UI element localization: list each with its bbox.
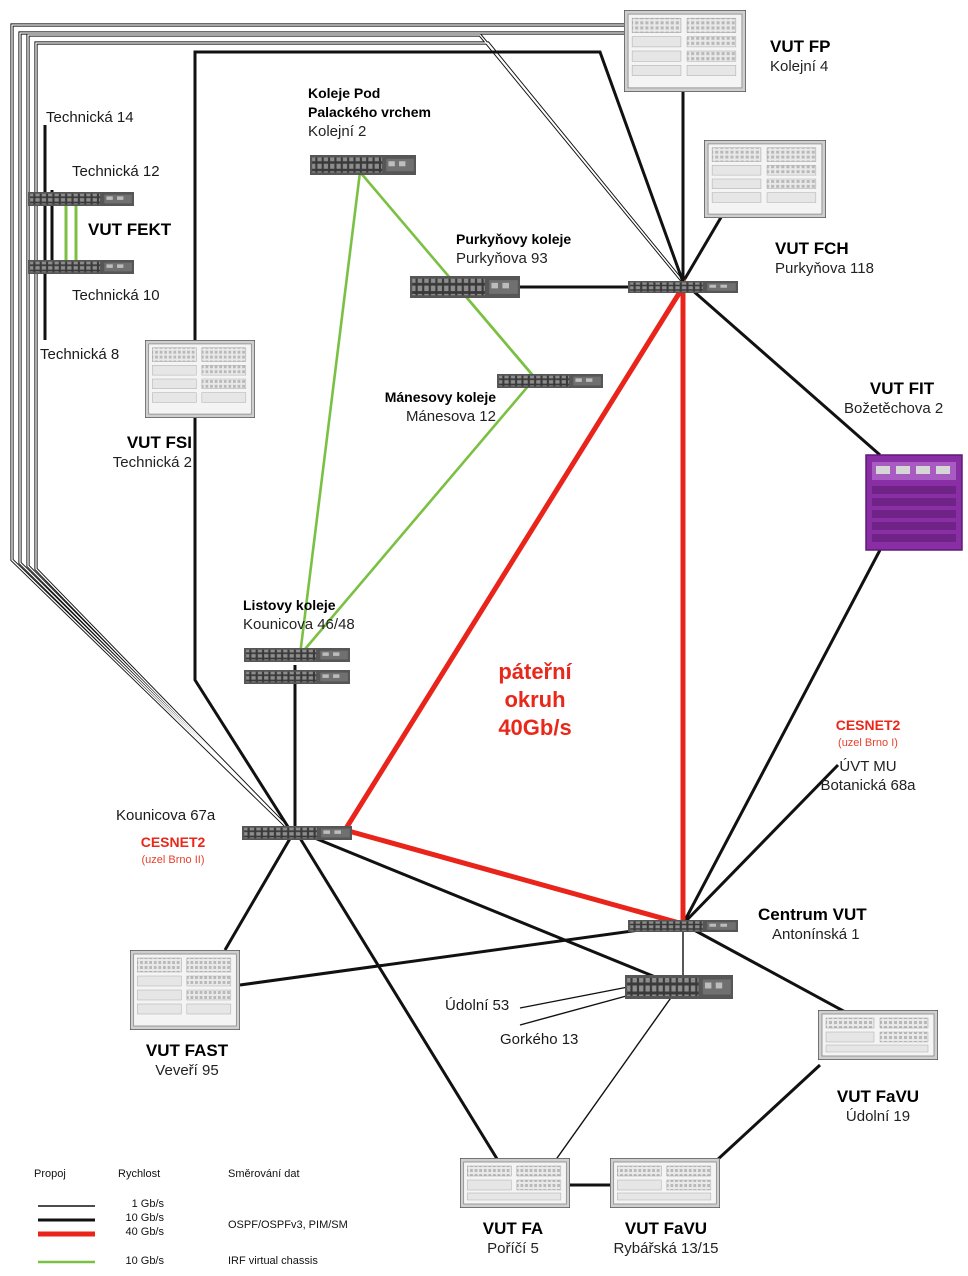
backbone-ring bbox=[341, 278, 686, 928]
legend-speed-2: 10 Gb/s bbox=[125, 1212, 164, 1224]
fa-title: VUT FA bbox=[482, 1219, 544, 1238]
chassis-favu-udolni[interactable] bbox=[818, 1010, 938, 1060]
label-vut-favu-udolni: VUT FaVU Údolní 19 bbox=[818, 1086, 938, 1126]
devices bbox=[28, 10, 963, 1208]
label-vut-fast: VUT FAST Veveří 95 bbox=[122, 1040, 252, 1080]
manes-title: Mánesovy koleje bbox=[384, 389, 496, 405]
cesnet1-node: (uzel Brno I) bbox=[838, 737, 898, 749]
purk-title: Purkyňovy koleje bbox=[456, 231, 572, 247]
fsi-title: VUT FSI bbox=[126, 433, 192, 452]
fit-addr: Božetěchova 2 bbox=[844, 400, 944, 417]
listovy-addr: Kounicova 46/48 bbox=[243, 616, 355, 633]
fp-addr: Kolejní 4 bbox=[770, 58, 829, 75]
centrum-title: Centrum VUT bbox=[758, 905, 867, 924]
switch-fekt-1[interactable] bbox=[28, 192, 134, 206]
legend-speed-1: 1 Gb/s bbox=[131, 1198, 164, 1210]
label-centrum-vut: Centrum VUT Antonínská 1 bbox=[758, 904, 867, 944]
fa-addr: Poříčí 5 bbox=[487, 1240, 539, 1257]
label-vut-favu-rybarska: VUT FaVU Rybářská 13/15 bbox=[596, 1218, 736, 1258]
label-listovy-koleje: Listovy koleje Kounicova 46/48 bbox=[243, 596, 355, 634]
centrum-addr: Antonínská 1 bbox=[772, 926, 860, 943]
legend-routing-2: OSPF/OSPFv3, PIM/SM bbox=[228, 1219, 348, 1231]
fit-title: VUT FIT bbox=[869, 379, 935, 398]
fekt-branch-8: Technická 8 bbox=[40, 346, 120, 363]
label-cesnet-brno-1: CESNET2 (uzel Brno I) ÚVT MU Botanická 6… bbox=[805, 716, 931, 795]
switch-fch[interactable] bbox=[628, 281, 738, 293]
outer-fiber-gaps bbox=[11, 24, 685, 831]
legend-header-link: Propoj bbox=[34, 1168, 66, 1180]
chassis-fa[interactable] bbox=[460, 1158, 570, 1208]
chassis-fit[interactable] bbox=[865, 454, 963, 551]
switch-manes[interactable] bbox=[497, 374, 603, 388]
kounicova-node: (uzel Brno II) bbox=[141, 854, 205, 866]
fekt-branch-12: Technická 12 bbox=[72, 163, 160, 180]
chassis-fsi[interactable] bbox=[145, 340, 255, 418]
legend-samples bbox=[38, 1205, 95, 1264]
fekt-title: VUT FEKT bbox=[88, 220, 172, 239]
irf-links bbox=[298, 171, 536, 656]
ring-line-3: 40Gb/s bbox=[498, 715, 572, 740]
gorkeho-13: Gorkého 13 bbox=[500, 1031, 579, 1048]
legend-routing-4: IRF virtual chassis bbox=[228, 1255, 318, 1267]
ring-line-2: okruh bbox=[504, 687, 566, 712]
favu1-addr: Údolní 19 bbox=[845, 1108, 911, 1125]
label-vut-fp: VUT FP Kolejní 4 bbox=[770, 36, 830, 76]
fiber-links bbox=[223, 40, 882, 1187]
fast-addr: Veveří 95 bbox=[155, 1062, 219, 1079]
label-purkynovy-koleje: Purkyňovy koleje Purkyňova 93 bbox=[456, 230, 571, 268]
chassis-fp[interactable] bbox=[624, 10, 746, 92]
fast-title: VUT FAST bbox=[145, 1041, 229, 1060]
fp-title: VUT FP bbox=[770, 37, 831, 56]
label-cesnet-brno-2: CESNET2 (uzel Brno II) bbox=[118, 833, 228, 868]
purk-addr: Purkyňova 93 bbox=[456, 250, 548, 267]
label-vut-fit: VUT FIT Božetěchova 2 bbox=[840, 378, 964, 418]
legend-header-speed: Rychlost bbox=[118, 1168, 161, 1180]
label-koleje-pod: Koleje Pod Palackého vrchem Kolejní 2 bbox=[308, 84, 431, 141]
label-vut-fch: VUT FCH Purkyňova 118 bbox=[775, 238, 874, 278]
udolni-53: Údolní 53 bbox=[445, 997, 510, 1014]
ring-line-1: páteřní bbox=[498, 659, 572, 684]
chassis-favu-rybarska[interactable] bbox=[610, 1158, 720, 1208]
fekt-branch-14: Technická 14 bbox=[46, 109, 134, 126]
copper-links bbox=[519, 924, 684, 1176]
manes-addr: Mánesova 12 bbox=[405, 408, 496, 425]
chassis-fch[interactable] bbox=[704, 140, 826, 218]
label-vut-fsi: VUT FSI Technická 2 bbox=[70, 432, 192, 472]
favu2-title: VUT FaVU bbox=[624, 1219, 708, 1238]
fch-title: VUT FCH bbox=[775, 239, 849, 258]
favu2-addr: Rybářská 13/15 bbox=[613, 1240, 719, 1257]
switch-kounicova[interactable] bbox=[242, 826, 352, 840]
cesnet1-net: CESNET2 bbox=[835, 717, 901, 733]
pod-title2: Palackého vrchem bbox=[308, 104, 431, 120]
cesnet1-org: ÚVT MU bbox=[839, 758, 897, 775]
favu1-title: VUT FaVU bbox=[836, 1087, 920, 1106]
switch-purk[interactable] bbox=[410, 276, 520, 298]
link-fsi-loop bbox=[193, 50, 685, 831]
switch-listovy-1[interactable] bbox=[244, 648, 350, 662]
chassis-fast[interactable] bbox=[130, 950, 240, 1030]
switch-fekt-2[interactable] bbox=[28, 260, 134, 274]
switch-centrum[interactable] bbox=[628, 920, 738, 932]
label-manesovy-koleje: Mánesovy koleje Mánesova 12 bbox=[340, 388, 496, 426]
switch-pod[interactable] bbox=[310, 155, 416, 175]
pod-title1: Koleje Pod bbox=[308, 85, 381, 101]
fch-addr: Purkyňova 118 bbox=[775, 260, 874, 277]
cesnet1-addr: Botanická 68a bbox=[820, 777, 916, 794]
fsi-addr: Technická 2 bbox=[112, 454, 192, 471]
listovy-title: Listovy koleje bbox=[243, 597, 336, 613]
backbone-ring-label: páteřní okruh 40Gb/s bbox=[480, 658, 590, 742]
switch-listovy-2[interactable] bbox=[244, 670, 350, 684]
pod-addr: Kolejní 2 bbox=[308, 123, 367, 140]
kounicova-net: CESNET2 bbox=[140, 834, 206, 850]
label-vut-fa: VUT FA Poříčí 5 bbox=[458, 1218, 568, 1258]
legend-header-routing: Směrování dat bbox=[228, 1168, 300, 1180]
legend-speed-4: 10 Gb/s bbox=[125, 1255, 164, 1267]
kounicova-addr: Kounicova 67a bbox=[116, 807, 216, 824]
switch-udolni[interactable] bbox=[625, 975, 733, 999]
fekt-irf-links bbox=[64, 203, 78, 262]
fekt-branch-10: Technická 10 bbox=[72, 287, 160, 304]
fekt-links bbox=[43, 125, 54, 340]
legend-speed-3: 40 Gb/s bbox=[125, 1226, 164, 1238]
